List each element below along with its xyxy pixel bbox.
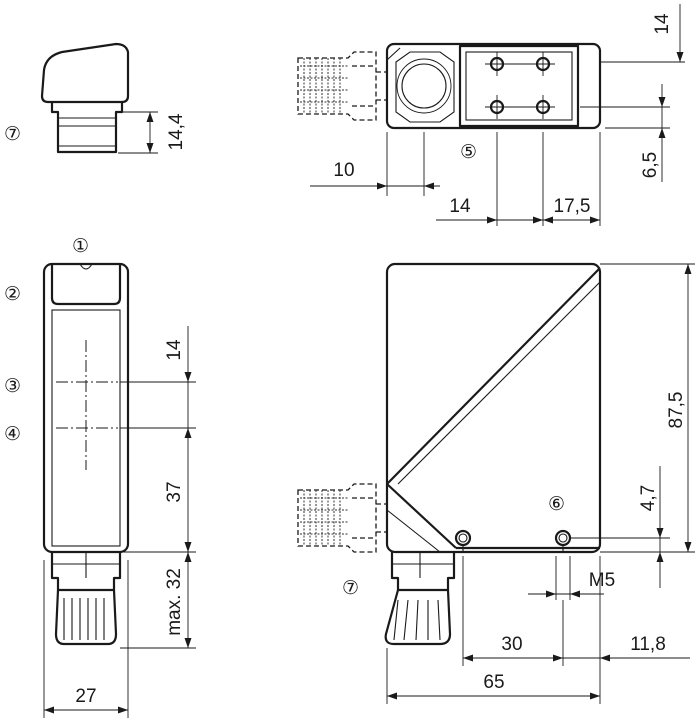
dim-hole-offset-14: 14: [449, 196, 471, 217]
front-view: [42, 262, 196, 718]
dim-front-37: 37: [164, 481, 185, 502]
callout-4: ④: [4, 424, 21, 445]
dim-connector-offset-10: 10: [333, 160, 354, 181]
dim-width-27: 27: [75, 686, 96, 707]
dim-hole-spacing-17-5: 17,5: [554, 196, 591, 217]
callout-2: ②: [4, 284, 21, 305]
callout-6: ⑥: [548, 494, 565, 515]
callout-7-side: ⑦: [342, 578, 359, 599]
dim-front-14: 14: [164, 339, 185, 361]
dim-hole-spacing-30: 30: [501, 634, 522, 655]
top-connector-knurl: [300, 58, 348, 114]
dim-top-offset-6-5: 6,5: [640, 152, 661, 178]
top-view: [297, 4, 685, 226]
dim-connector-height: 14,4: [166, 113, 187, 150]
dim-top-offset-14: 14: [652, 13, 673, 35]
dim-hole-edge-11-8: 11,8: [630, 634, 666, 655]
callout-5: ⑤: [460, 142, 477, 163]
dim-height-87-5: 87,5: [666, 392, 687, 429]
dim-hole-height-4-7: 4,7: [638, 485, 659, 511]
callout-7-top: ⑦: [4, 124, 21, 145]
dim-length-65: 65: [483, 672, 504, 693]
side-view: [297, 262, 695, 704]
callout-1: ①: [72, 236, 89, 257]
dim-thread-m5: M5: [589, 570, 615, 591]
dim-front-max32: max. 32: [164, 568, 185, 636]
callout-3: ③: [4, 376, 21, 397]
side-connector-knurl: [300, 490, 348, 546]
connector-end-view: [40, 42, 158, 154]
